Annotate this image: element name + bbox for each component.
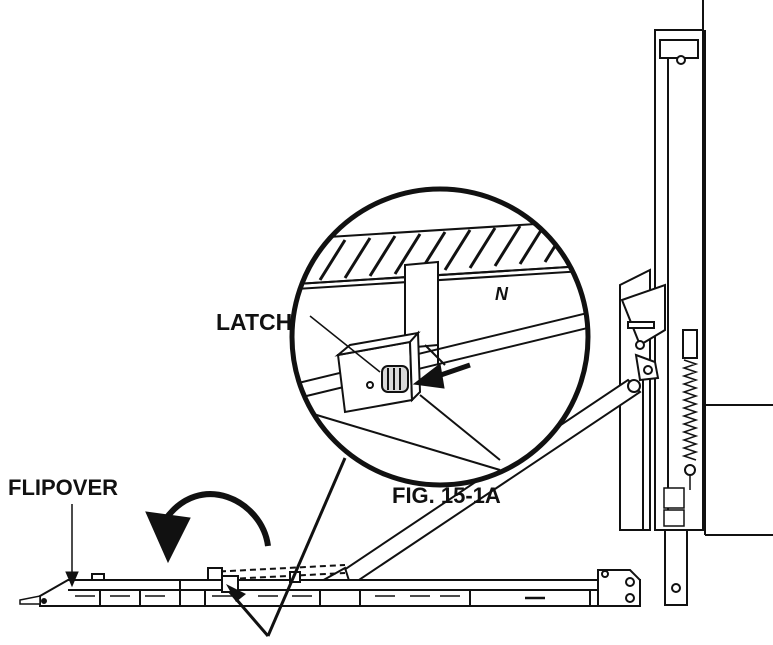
flipover-arrow-icon [65,504,79,588]
detail-leader-lines [228,457,347,637]
svg-text:N: N [495,284,509,304]
lift-spring [681,329,699,490]
figure-label: FIG. 15-1A [392,483,501,508]
leader-arrowheads [226,584,246,602]
latch-label: LATCH [216,309,292,335]
hinge-bracket [619,268,685,531]
flipover-label: FLIPOVER [8,475,118,500]
detail-magnifier: N [289,186,591,488]
latch-leader-line [309,315,381,373]
vertical-column [654,0,773,606]
rotation-arrow-icon [145,491,271,564]
platform [19,564,641,607]
latch-direction-arrow-icon [412,362,471,389]
